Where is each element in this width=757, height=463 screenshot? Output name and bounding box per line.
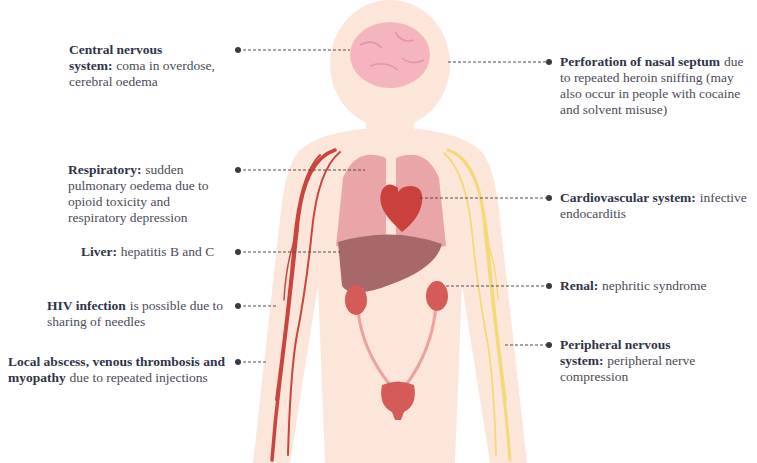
callout-heading: HIV infection (47, 298, 126, 313)
callout: HIV infectionis possible due to sharing … (47, 298, 231, 330)
veins (272, 150, 340, 460)
brain (350, 22, 430, 88)
callout-text: due to repeated injections (70, 370, 208, 385)
callout: Perforation of nasal septumdue to repeat… (560, 54, 752, 118)
lungs (336, 155, 446, 249)
callout-heading: Perforation of nasal septum (560, 54, 720, 69)
callout-heading: Cardiovascular system: (560, 190, 696, 205)
callout-heading: Liver: (81, 244, 117, 259)
nerves (444, 150, 510, 460)
callout: Liver: hepatitis B and C (81, 244, 231, 260)
callout: Central nervous system:coma in overdose,… (69, 42, 231, 90)
heart (380, 184, 422, 232)
leader-lines (238, 50, 549, 362)
silhouette (253, 0, 527, 463)
callout-text: hepatitis B and C (121, 244, 214, 259)
callout-heading: Respiratory: (68, 162, 141, 177)
callout: Local abscess, venous thrombosis and myo… (8, 354, 232, 386)
urinary-tract (345, 281, 448, 420)
callout-heading: Renal: (560, 278, 598, 293)
liver (338, 234, 442, 292)
callout-text: nephritic syndrome (602, 278, 707, 293)
callout: Cardiovascular system:infective endocard… (560, 190, 752, 222)
callout: Respiratory:sudden pulmonary oedema due … (68, 162, 231, 226)
callout: Renal: nephritic syndrome (560, 278, 752, 294)
leader-dots (235, 47, 552, 365)
callout: Peripheral nervous system:peripheral ner… (560, 337, 752, 385)
